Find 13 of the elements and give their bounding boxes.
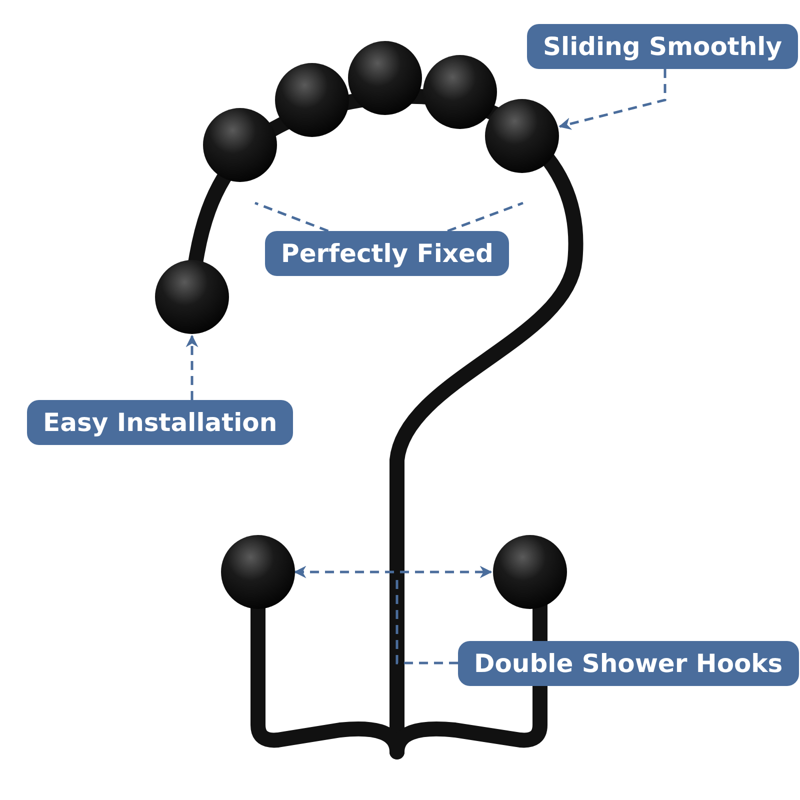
callout-label: Easy Installation	[27, 400, 294, 445]
double-arrow	[294, 566, 492, 578]
ball-bead	[485, 99, 559, 173]
ball-bead	[493, 535, 567, 609]
leader-arrow	[186, 334, 198, 400]
ball-bead	[221, 535, 295, 609]
leader-line	[254, 202, 329, 232]
callout-label: Perfectly Fixed	[265, 231, 510, 276]
leader-arrow	[558, 69, 666, 130]
leader-line	[447, 202, 524, 232]
ball-bead	[155, 260, 229, 334]
callout-label: Sliding Smoothly	[527, 24, 798, 69]
callout-label: Double Shower Hooks	[458, 641, 799, 686]
